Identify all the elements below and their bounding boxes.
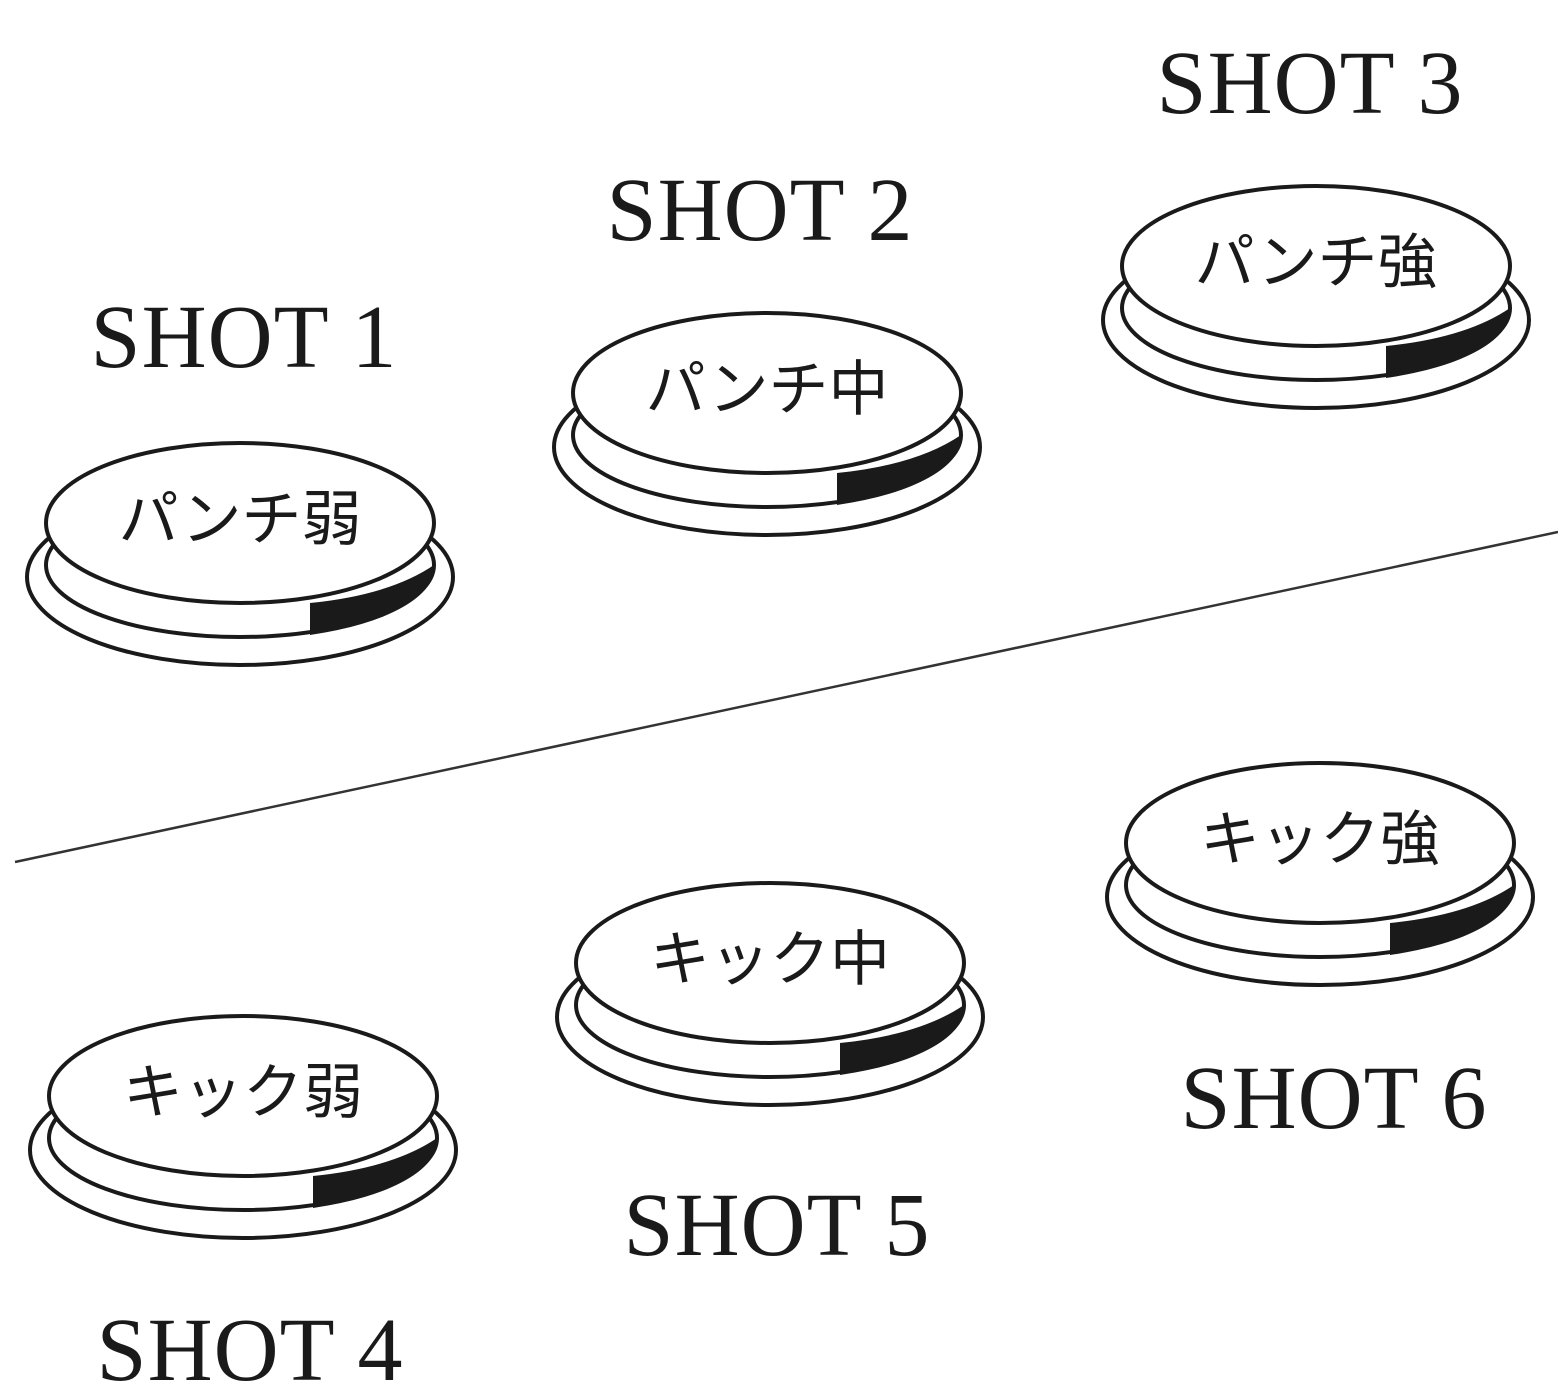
- shot-3-label: SHOT 3: [1157, 34, 1464, 133]
- button-text: パンチ強: [1195, 228, 1438, 298]
- button-top: [574, 881, 966, 1045]
- button-text: パンチ中: [646, 355, 889, 425]
- button-text: キック強: [1200, 805, 1440, 875]
- button-side-shadow: [1390, 885, 1515, 955]
- shot-1-button[interactable]: パンチ弱: [25, 441, 455, 667]
- shot-4-label: SHOT 4: [97, 1301, 404, 1390]
- button-text: キック弱: [123, 1058, 363, 1128]
- button-top: [44, 441, 436, 605]
- shot-5-label: SHOT 5: [624, 1176, 931, 1275]
- button-top: [1120, 184, 1512, 348]
- button-top: [47, 1014, 439, 1178]
- button-top: [1124, 761, 1516, 925]
- shot-6-button[interactable]: キック強: [1105, 761, 1535, 987]
- button-side-shadow: [313, 1138, 438, 1208]
- shot-2-button[interactable]: パンチ中: [552, 311, 982, 537]
- button-side-shadow: [310, 565, 435, 635]
- button-text: キック中: [650, 925, 890, 995]
- row-divider-line: [14, 530, 1558, 864]
- shot-2-label: SHOT 2: [607, 161, 914, 260]
- shot-4-button[interactable]: キック弱: [28, 1014, 458, 1240]
- button-side-shadow: [840, 1005, 965, 1075]
- shot-5-button[interactable]: キック中: [555, 881, 985, 1107]
- button-side-shadow: [837, 435, 962, 505]
- shot-1-label: SHOT 1: [91, 288, 398, 387]
- shot-3-button[interactable]: パンチ強: [1101, 184, 1531, 410]
- button-text: パンチ弱: [119, 485, 362, 555]
- shot-6-label: SHOT 6: [1181, 1049, 1488, 1148]
- button-top: [571, 311, 963, 475]
- button-side-shadow: [1386, 308, 1511, 378]
